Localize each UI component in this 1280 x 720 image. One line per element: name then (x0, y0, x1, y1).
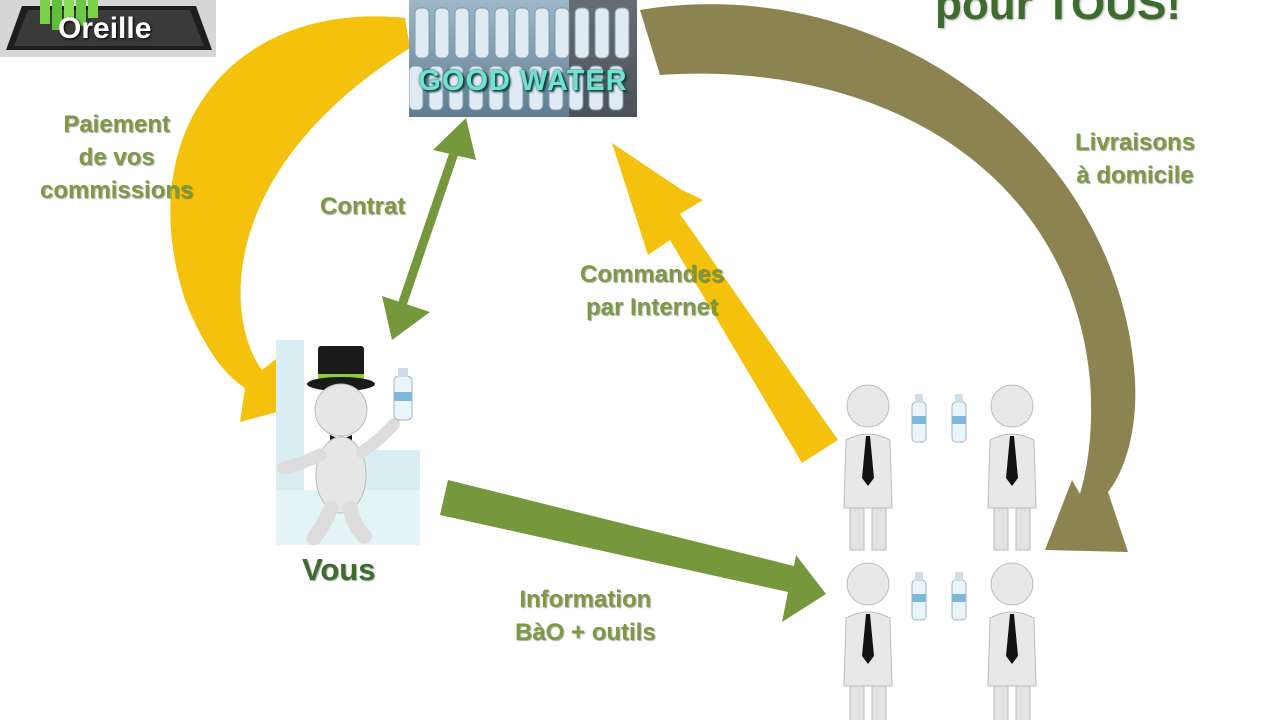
payment-line: commissions (40, 177, 194, 204)
info-label: Information BàO + outils (515, 583, 656, 649)
water-bottles-icon (409, 0, 637, 117)
delivery-line: Livraisons (1075, 129, 1196, 156)
info-line: Information (519, 586, 652, 613)
payment-line: Paiement (63, 111, 171, 138)
logo-text: Oreille (58, 12, 152, 45)
orders-label: Commandes par Internet (580, 258, 724, 324)
you-label: Vous (302, 552, 376, 587)
contract-arrow (382, 118, 476, 340)
businessman-with-bottle-icon (843, 384, 927, 551)
delivery-line: à domicile (1076, 162, 1194, 189)
tablet-logo-icon (0, 0, 216, 57)
businessman-with-bottle-icon (843, 562, 927, 720)
delivery-label: Livraisons à domicile (1075, 126, 1195, 192)
man-with-top-hat-icon (276, 340, 420, 545)
good-water-image: GOOD WATER (409, 0, 637, 117)
info-arrow (440, 480, 826, 622)
businessman-with-bottle-icon (951, 384, 1037, 551)
payment-label: Paiement de vos commissions (40, 108, 193, 207)
orders-line: par Internet (586, 294, 719, 321)
businessman-with-bottle-icon (951, 562, 1037, 720)
page-title: pour TOUS! (935, 0, 1182, 29)
water-bottle-icon (393, 368, 413, 421)
contract-label: Contrat (320, 193, 406, 220)
orders-line: Commandes (580, 261, 725, 288)
delivery-arrow (640, 4, 1136, 552)
info-line: BàO + outils (515, 619, 656, 646)
orders-arrow (612, 143, 838, 463)
payment-arrow (170, 16, 410, 422)
payment-line: de vos (78, 144, 155, 171)
supplier-label: GOOD WATER (418, 65, 628, 97)
customers-group (843, 384, 1037, 720)
oreille-logo: Oreille (0, 0, 216, 57)
